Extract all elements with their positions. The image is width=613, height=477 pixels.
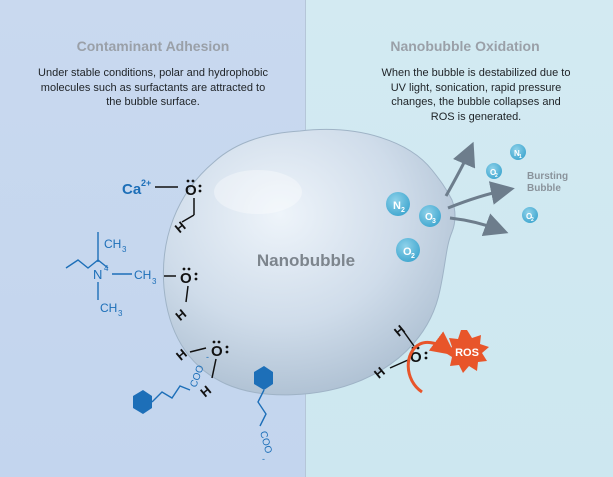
svg-text:Ca: Ca — [122, 181, 142, 198]
svg-text:CH: CH — [134, 268, 151, 282]
calcium-ion: Ca 2+ — [122, 178, 151, 198]
nanobubble-shape — [162, 128, 456, 396]
ros-arrow — [406, 331, 456, 394]
svg-text:O: O — [185, 182, 197, 199]
svg-text:O: O — [490, 168, 496, 177]
right-panel-title: Nanobubble Oxidation — [390, 38, 540, 54]
bursting-label: Bursting Bubble — [527, 171, 571, 194]
bursting-arrows — [444, 141, 515, 236]
svg-text:CH: CH — [104, 237, 121, 251]
svg-text:O: O — [410, 349, 422, 366]
quaternary-ammonium — [65, 232, 132, 300]
n2-molecule: N 2 — [386, 192, 410, 216]
svg-text:1: 1 — [519, 154, 522, 160]
right-panel-description: When the bubble is destabilized due to U… — [381, 67, 571, 123]
svg-text:O: O — [526, 212, 532, 221]
svg-text:ROS: ROS — [455, 347, 479, 359]
svg-text:-: - — [262, 454, 265, 464]
svg-text:-: - — [206, 352, 209, 362]
svg-text:N: N — [514, 149, 520, 158]
n1-molecule-small: N 1 — [510, 144, 526, 160]
svg-text:3: 3 — [152, 277, 157, 286]
svg-text:N: N — [393, 200, 401, 212]
bursting-label-line2: Bubble — [527, 183, 561, 194]
svg-text:O: O — [180, 270, 192, 287]
svg-text:3: 3 — [118, 309, 123, 318]
quat-labels: CH 3 N 4 CH 3 CH 3 — [93, 237, 157, 318]
svg-text:O: O — [425, 212, 433, 223]
svg-text:CH: CH — [100, 301, 117, 315]
bubble-label: Nanobubble — [257, 251, 355, 270]
svg-text:2: 2 — [531, 217, 534, 223]
left-panel-title: Contaminant Adhesion — [76, 38, 230, 54]
svg-text:COO: COO — [257, 430, 274, 455]
svg-text:2: 2 — [495, 173, 498, 179]
svg-text:N: N — [93, 267, 102, 282]
o2-molecule-small-2: O 2 — [522, 207, 538, 223]
carboxylate-surfactant-2: COO - — [254, 366, 274, 464]
o2-molecule-small-1: O 2 — [486, 163, 502, 179]
svg-text:2: 2 — [401, 207, 405, 214]
svg-text:O: O — [403, 246, 412, 258]
svg-text:2: 2 — [411, 253, 415, 260]
o3-molecule: O 3 — [419, 205, 441, 227]
carboxylate-surfactant-1: COO - — [133, 352, 209, 414]
ros-burst: ROS — [444, 330, 489, 373]
left-panel-description: Under stable conditions, polar and hydro… — [38, 67, 268, 108]
svg-text:4: 4 — [104, 264, 109, 273]
svg-text:3: 3 — [432, 218, 436, 225]
o2-molecule: O 2 — [396, 238, 420, 262]
svg-text:3: 3 — [122, 245, 127, 254]
svg-text:O: O — [211, 343, 223, 360]
svg-text:2+: 2+ — [141, 178, 151, 188]
